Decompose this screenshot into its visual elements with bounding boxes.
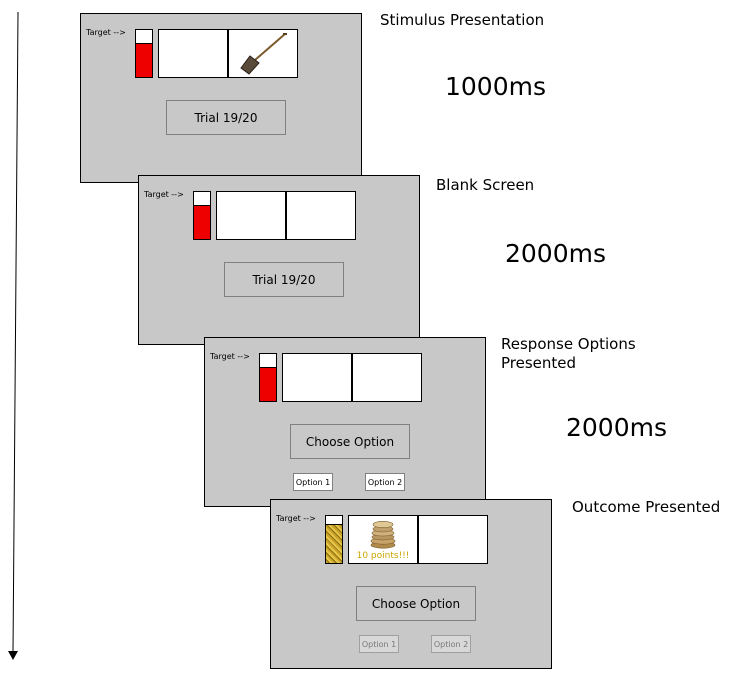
shovel-icon xyxy=(240,33,287,75)
option-2-button[interactable]: Option 2 xyxy=(365,473,405,491)
progress-meter xyxy=(193,191,211,240)
response-screen: Target --> Choose Option Option 1 Option… xyxy=(204,337,486,507)
choose-option-prompt: Choose Option xyxy=(290,424,410,459)
option-2-button: Option 2 xyxy=(431,635,471,653)
right-box xyxy=(418,515,488,564)
stage-duration: 1000ms xyxy=(445,72,547,101)
choose-option-prompt: Choose Option xyxy=(356,586,476,621)
outcome-screen: Target --> 10 points!!! Choose Option Op… xyxy=(270,499,552,669)
option-1-button[interactable]: Option 1 xyxy=(293,473,333,491)
left-box: 10 points!!! xyxy=(348,515,418,564)
timeline-arrow xyxy=(8,11,19,660)
right-box xyxy=(352,353,422,402)
right-box xyxy=(228,29,298,78)
right-box xyxy=(286,191,356,240)
stimulus-screen: Target --> Trial 19/20 xyxy=(80,13,362,183)
progress-meter xyxy=(135,29,153,78)
option-1-button: Option 1 xyxy=(359,635,399,653)
target-label: Target --> xyxy=(210,352,250,361)
stage-label: Stimulus Presentation xyxy=(380,11,545,29)
stage-duration: 2000ms xyxy=(505,239,607,268)
stage-label: Response Options Presented xyxy=(501,335,636,373)
stage-label: Blank Screen xyxy=(436,176,535,194)
progress-meter xyxy=(259,353,277,402)
stage-label-line-2: Presented xyxy=(501,354,577,372)
stage-duration: 2000ms xyxy=(566,413,668,442)
meter-fill xyxy=(260,367,276,401)
trial-counter: Trial 19/20 xyxy=(166,100,286,135)
blank-screen: Target --> Trial 19/20 xyxy=(138,175,420,345)
target-label: Target --> xyxy=(144,190,184,199)
trial-counter: Trial 19/20 xyxy=(224,262,344,297)
points-message: 10 points!!! xyxy=(356,551,410,561)
coins-icon xyxy=(370,521,396,549)
left-box xyxy=(282,353,352,402)
target-label: Target --> xyxy=(276,514,316,523)
target-label: Target --> xyxy=(86,28,126,37)
meter-fill xyxy=(136,43,152,77)
stage-label-line-1: Response Options xyxy=(501,335,636,353)
progress-meter xyxy=(325,515,343,564)
left-box xyxy=(158,29,228,78)
stage-label: Outcome Presented xyxy=(572,498,721,516)
meter-fill xyxy=(194,205,210,239)
left-box xyxy=(216,191,286,240)
meter-fill xyxy=(326,524,342,563)
